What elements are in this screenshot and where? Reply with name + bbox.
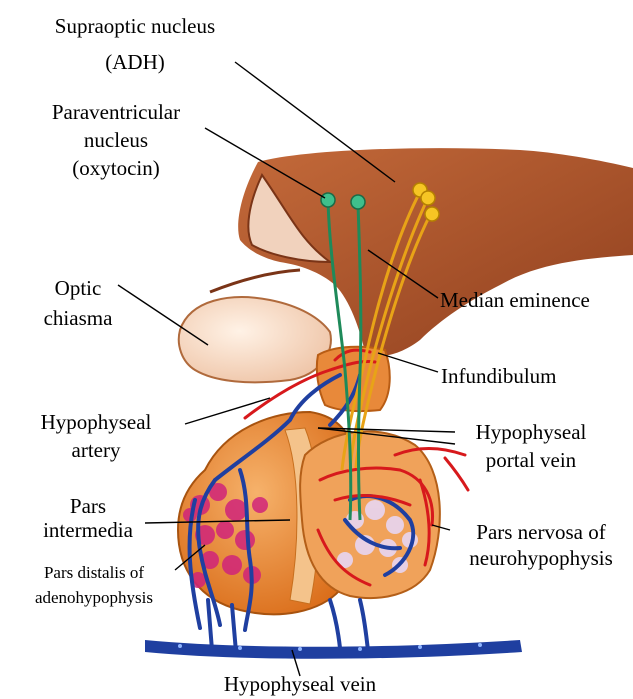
ventricle-line [210,270,300,292]
label-infundibulum: Infundibulum [441,364,557,388]
label-median-eminence: Median eminence [440,288,590,312]
label-pars-intermedia: Pars intermedia [28,494,148,542]
label-hypophyseal-vein: Hypophyseal vein [200,672,400,696]
label-hypophyseal-artery: Hypophyseal artery [16,410,176,462]
label-paraventricular-nucleus: Paraventricular nucleus (oxytocin) [26,100,206,180]
label-optic-chiasma: Optic chiasma [28,276,128,330]
label-supraoptic-nucleus: Supraoptic nucleus (ADH) [30,14,240,74]
hypophyseal-vein-trunk [145,640,522,659]
label-pars-distalis: Pars distalis of adenohypophysis [14,562,174,608]
label-hypophyseal-portal-vein: Hypophyseal portal vein [456,420,606,472]
optic-chiasma-shape [179,297,331,382]
label-pars-nervosa: Pars nervosa of neurohypophysis [452,520,630,570]
